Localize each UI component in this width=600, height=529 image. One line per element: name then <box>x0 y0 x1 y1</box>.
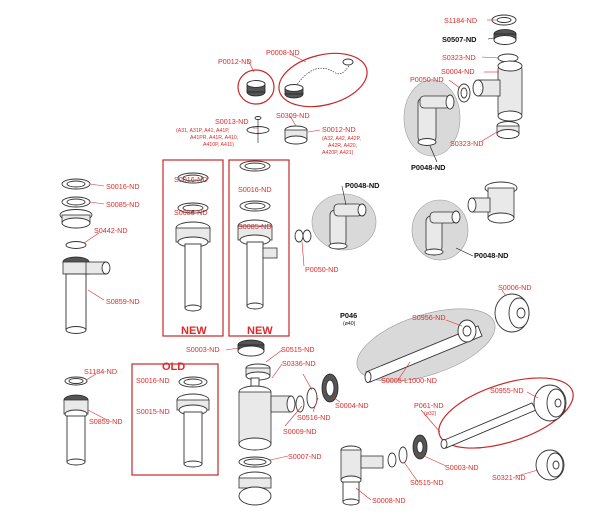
old-parts <box>176 376 210 468</box>
label-p061: P061-ND <box>414 401 444 410</box>
label-s0012-sub2: A42R, A420, <box>328 143 357 149</box>
p0012-plug <box>237 69 275 105</box>
label-s0085-new2: S0085-ND <box>238 222 272 231</box>
label-s0013: S0013-ND <box>215 117 249 126</box>
label-p0050-top: P0050-ND <box>410 75 444 84</box>
bottom-trap <box>340 434 428 506</box>
new2-parts <box>237 160 278 310</box>
left-trap-pipe <box>62 256 111 334</box>
label-p0048-a: P0048-ND <box>411 163 446 172</box>
label-s0003-top: S0003-ND <box>186 345 220 354</box>
label-s0003-bottom: S0003-ND <box>445 463 479 472</box>
right-tee <box>467 181 518 224</box>
p0050-mid-pieces <box>294 229 312 243</box>
label-s1184-top: S1184-ND <box>444 16 477 25</box>
new-group-2 <box>228 159 290 337</box>
label-p046-sub: (ø40) <box>343 321 356 327</box>
label-s0016-left: S0016-ND <box>106 182 140 191</box>
label-s0012: S0012-ND <box>322 125 356 134</box>
label-s0859-top: S0859-ND <box>106 297 140 306</box>
label-s0008: S0008-ND <box>372 496 406 505</box>
leader-lines <box>83 19 539 501</box>
label-s0085-left: S0085-ND <box>106 200 140 209</box>
label-s0012-sub3: A420P, A421) <box>322 150 354 156</box>
center-nuts <box>295 373 339 413</box>
label-s0955: S0955-ND <box>490 386 524 395</box>
label-p061-sub: (ø32) <box>424 411 437 417</box>
p0048-elbow-top <box>403 79 461 157</box>
label-s0016-old: S0016-ND <box>136 376 170 385</box>
p0008-chain-plug <box>278 52 368 108</box>
label-s0085-new1: S0085-ND <box>174 208 208 217</box>
label-s0442: S0442-ND <box>94 226 128 235</box>
label-s0004-mid: S0004-ND <box>335 401 369 410</box>
label-p0050-mid: P0050-ND <box>305 265 339 274</box>
label-s0009: S0009-ND <box>283 427 317 436</box>
label-s0515-top: S0515-ND <box>281 345 315 354</box>
label-s0956: S0956-ND <box>412 313 446 322</box>
p046-pipe-group <box>356 308 496 383</box>
label-s0507: S0507-ND <box>442 35 477 44</box>
label-s0013-sub3: A410P, A411) <box>203 142 234 148</box>
s0323-washer-bottom <box>496 121 520 139</box>
p0048-elbow-right <box>411 199 469 261</box>
p0048-elbow-mid <box>311 193 377 251</box>
label-p046: P046 <box>340 311 357 320</box>
label-p0048-c: P0048-ND <box>474 251 509 260</box>
label-p0008: P0008-ND <box>266 48 300 57</box>
s0006-rosette <box>494 293 530 333</box>
left-washers <box>59 178 93 249</box>
label-s0309: S0309-ND <box>276 111 310 120</box>
label-p0048-b: P0048-ND <box>345 181 380 190</box>
label-s0016-new1: S0016-ND <box>174 175 208 184</box>
s0004-nut-top <box>457 83 471 103</box>
label-s0007: S0007-ND <box>288 452 322 461</box>
label-s0004-top: S0004-ND <box>441 67 475 76</box>
label-s0006: S0006-ND <box>498 283 532 292</box>
label-s0515-bottom: S0515-ND <box>410 478 444 487</box>
trap-body-top-right <box>472 60 523 122</box>
label-s0323-top: S0323-ND <box>442 53 476 62</box>
s0321-rosette <box>535 449 565 481</box>
label-new1: NEW <box>181 325 207 337</box>
label-old: OLD <box>162 361 185 373</box>
s0309-grate <box>284 125 308 145</box>
label-s0323-bottom: S0323-ND <box>450 139 484 148</box>
label-s0516: S0516-ND <box>297 413 331 422</box>
label-s0016-new2: S0016-ND <box>238 185 272 194</box>
s0507-nut <box>493 29 517 45</box>
label-s1184-left: S1184-ND <box>84 367 117 376</box>
label-s0015-old: S0015-ND <box>136 407 170 416</box>
label-s0005: S0005-L1000-ND <box>381 376 437 385</box>
label-s0013-sub2: A41PR, A41R, A410, <box>190 135 238 141</box>
s1184-ring-top <box>491 14 517 26</box>
new1-parts <box>175 172 211 312</box>
s0013-grate <box>246 116 270 143</box>
left-lower-trap <box>63 376 89 466</box>
label-s0859-bottom: S0859-ND <box>89 417 123 426</box>
label-new2: NEW <box>247 325 273 337</box>
old-group <box>131 363 219 476</box>
label-s0336: S0336-ND <box>282 359 316 368</box>
new-group-1 <box>162 159 224 337</box>
label-p0012: P0012-ND <box>218 57 252 66</box>
p061-pipe-group <box>438 377 574 449</box>
center-trap <box>237 339 296 506</box>
label-s0013-sub1: (A31, A31P, A41, A41P, <box>176 128 229 134</box>
label-s0321: S0321-ND <box>492 473 526 482</box>
label-s0012-sub1: (A32, A42, A42P, <box>322 136 361 142</box>
